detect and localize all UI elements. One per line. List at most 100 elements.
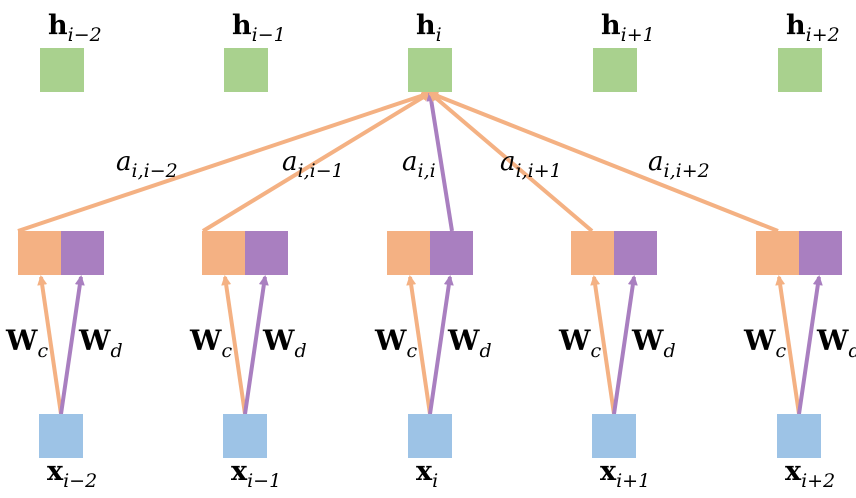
context-weight-label-base: W bbox=[5, 324, 38, 357]
attention-edge bbox=[428, 91, 594, 233]
input-node-label-base: x bbox=[785, 456, 802, 487]
hidden-node-label-sub: i+1 bbox=[621, 24, 655, 46]
nodes bbox=[18, 48, 842, 458]
attention-weight-label-base: a bbox=[116, 147, 132, 177]
direct-weight-edge bbox=[612, 275, 638, 415]
context-weight-label-sub: c bbox=[590, 340, 601, 362]
input-node bbox=[223, 414, 267, 458]
context-projection bbox=[18, 231, 61, 275]
input-node bbox=[39, 414, 83, 458]
input-node-label: xi−1 bbox=[231, 456, 281, 492]
context-weight-label-sub: c bbox=[775, 340, 786, 362]
context-projection bbox=[571, 231, 614, 275]
input-node-label: xi+1 bbox=[600, 456, 650, 492]
direct-weight-label-sub: d bbox=[663, 340, 675, 362]
hidden-node bbox=[224, 48, 268, 92]
input-node-label: xi+2 bbox=[785, 456, 835, 492]
hidden-node bbox=[778, 48, 822, 92]
input-node-label-sub: i+1 bbox=[616, 470, 650, 492]
hidden-node-label-sub: i bbox=[436, 24, 442, 46]
input-node-label-base: x bbox=[231, 456, 248, 487]
edges bbox=[17, 90, 823, 415]
hidden-node bbox=[593, 48, 637, 92]
hidden-node-label-sub: i−2 bbox=[68, 24, 102, 46]
attention-weight-label-sub: i,i bbox=[418, 160, 436, 182]
input-node-label: xi−2 bbox=[47, 456, 97, 492]
direct-weight-label: Wd bbox=[447, 324, 492, 362]
input-node-label-base: x bbox=[600, 456, 617, 487]
context-weight-label-base: W bbox=[743, 324, 776, 357]
context-weight-edge bbox=[221, 275, 247, 415]
input-node-label-sub: i−1 bbox=[247, 470, 281, 492]
context-weight-label-base: W bbox=[374, 324, 407, 357]
attention-weight-label-base: a bbox=[402, 147, 418, 177]
context-projection bbox=[202, 231, 245, 275]
attention-weight-label: ai,i−1 bbox=[282, 147, 344, 182]
direct-weight-label-sub: d bbox=[479, 340, 491, 362]
direct-weight-label-base: W bbox=[631, 324, 664, 357]
hidden-node-label-base: h bbox=[601, 10, 621, 41]
direct-weight-label: Wd bbox=[631, 324, 676, 362]
hidden-node-label: hi+2 bbox=[786, 10, 840, 46]
context-weight-label: Wc bbox=[558, 324, 601, 362]
input-node bbox=[777, 414, 821, 458]
hidden-node-label-sub: i+2 bbox=[806, 24, 840, 46]
direct-projection bbox=[430, 231, 473, 275]
hidden-node-label-base: h bbox=[416, 10, 436, 41]
context-weight-edge bbox=[590, 275, 616, 415]
attention-weight-label-sub: i,i+2 bbox=[664, 160, 710, 182]
attention-edge bbox=[428, 91, 779, 233]
input-node-label-sub: i−2 bbox=[63, 470, 97, 492]
direct-projection bbox=[799, 231, 842, 275]
context-weight-edge bbox=[406, 275, 432, 415]
direct-weight-edge bbox=[797, 275, 823, 415]
input-node-label-base: x bbox=[47, 456, 64, 487]
direct-projection bbox=[61, 231, 104, 275]
direct-weight-label-base: W bbox=[447, 324, 480, 357]
context-weight-edge bbox=[37, 275, 63, 415]
context-weight-label: Wc bbox=[743, 324, 786, 362]
attention-weight-label: ai,i−2 bbox=[116, 147, 178, 182]
direct-weight-label-sub: d bbox=[294, 340, 306, 362]
attention-weight-label-sub: i,i−1 bbox=[298, 160, 344, 182]
input-node-label-base: x bbox=[416, 456, 433, 487]
context-weight-label: Wc bbox=[5, 324, 48, 362]
context-weight-label: Wc bbox=[189, 324, 232, 362]
input-node bbox=[592, 414, 636, 458]
direct-weight-label-base: W bbox=[78, 324, 111, 357]
attention-weight-label-base: a bbox=[282, 147, 298, 177]
context-weight-edge bbox=[775, 275, 801, 415]
hidden-node bbox=[408, 48, 452, 92]
hidden-node-label-sub: i−1 bbox=[252, 24, 286, 46]
context-weight-label-sub: c bbox=[406, 340, 417, 362]
direct-weight-label-sub: d bbox=[848, 340, 856, 362]
attention-weight-label-base: a bbox=[500, 147, 516, 177]
direct-projection bbox=[614, 231, 657, 275]
hidden-node-label-base: h bbox=[786, 10, 806, 41]
hidden-node bbox=[40, 48, 84, 92]
direct-weight-label-base: W bbox=[816, 324, 849, 357]
direct-weight-label: Wd bbox=[78, 324, 123, 362]
context-weight-label-base: W bbox=[558, 324, 591, 357]
context-weight-label-sub: c bbox=[221, 340, 232, 362]
input-node-label: xi bbox=[416, 456, 438, 492]
context-projection bbox=[387, 231, 430, 275]
attention-edge bbox=[426, 91, 454, 232]
hidden-node-label: hi+1 bbox=[601, 10, 655, 46]
direct-weight-label: Wd bbox=[816, 324, 856, 362]
direct-projection bbox=[245, 231, 288, 275]
input-node-label-sub: i bbox=[432, 470, 438, 492]
hidden-node-label-base: h bbox=[232, 10, 252, 41]
attention-weight-label-sub: i,i−2 bbox=[132, 160, 178, 182]
attention-weight-label: ai,i+2 bbox=[648, 147, 710, 182]
direct-weight-label: Wd bbox=[262, 324, 307, 362]
direct-weight-edge bbox=[59, 275, 85, 415]
direct-weight-label-base: W bbox=[262, 324, 295, 357]
input-node bbox=[408, 414, 452, 458]
attention-weight-label-base: a bbox=[648, 147, 664, 177]
hidden-node-label: hi bbox=[416, 10, 442, 46]
attention-edge bbox=[17, 90, 432, 233]
context-weight-label-sub: c bbox=[37, 340, 48, 362]
attention-weight-label: ai,i bbox=[402, 147, 436, 182]
